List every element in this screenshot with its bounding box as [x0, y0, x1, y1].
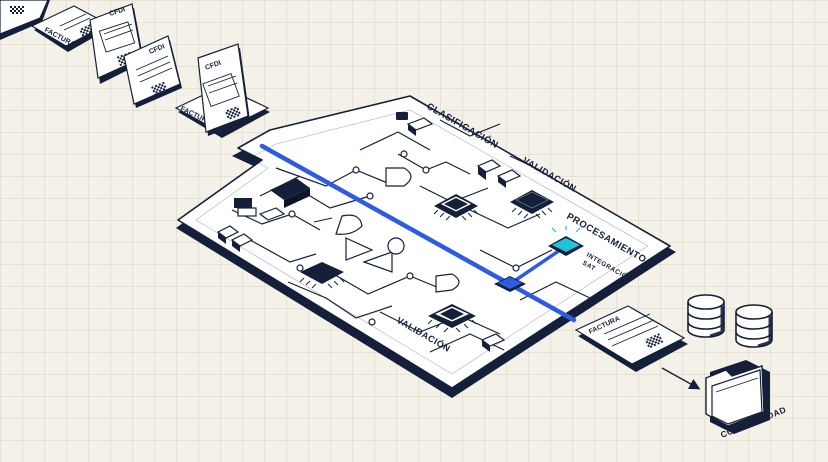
processing-board: CLASIFICACIÓN VALIDACIÓN PROCESAMIENTO I…: [176, 95, 676, 398]
small-components: [216, 112, 522, 352]
document-label: CFDI: [108, 6, 126, 18]
document-stack-partial: [0, 0, 50, 40]
qr-code-icon: [644, 333, 664, 349]
data-bus: [259, 143, 577, 323]
logic-gate-icon: [313, 167, 460, 293]
database-icon: [687, 294, 773, 348]
output-document-factura: FACTURA: [574, 305, 688, 372]
dark-block: [270, 178, 310, 208]
flow-arrow: [661, 367, 701, 390]
document-cfdi-2: CFDI: [123, 35, 182, 108]
chip-icon: [299, 190, 554, 333]
document-cfdi-front: CFDI: [197, 43, 250, 136]
processing-chip: [548, 226, 584, 256]
folder-icon: [705, 360, 770, 434]
incoming-documents: FACTURA CFDI CFDI: [0, 0, 270, 138]
